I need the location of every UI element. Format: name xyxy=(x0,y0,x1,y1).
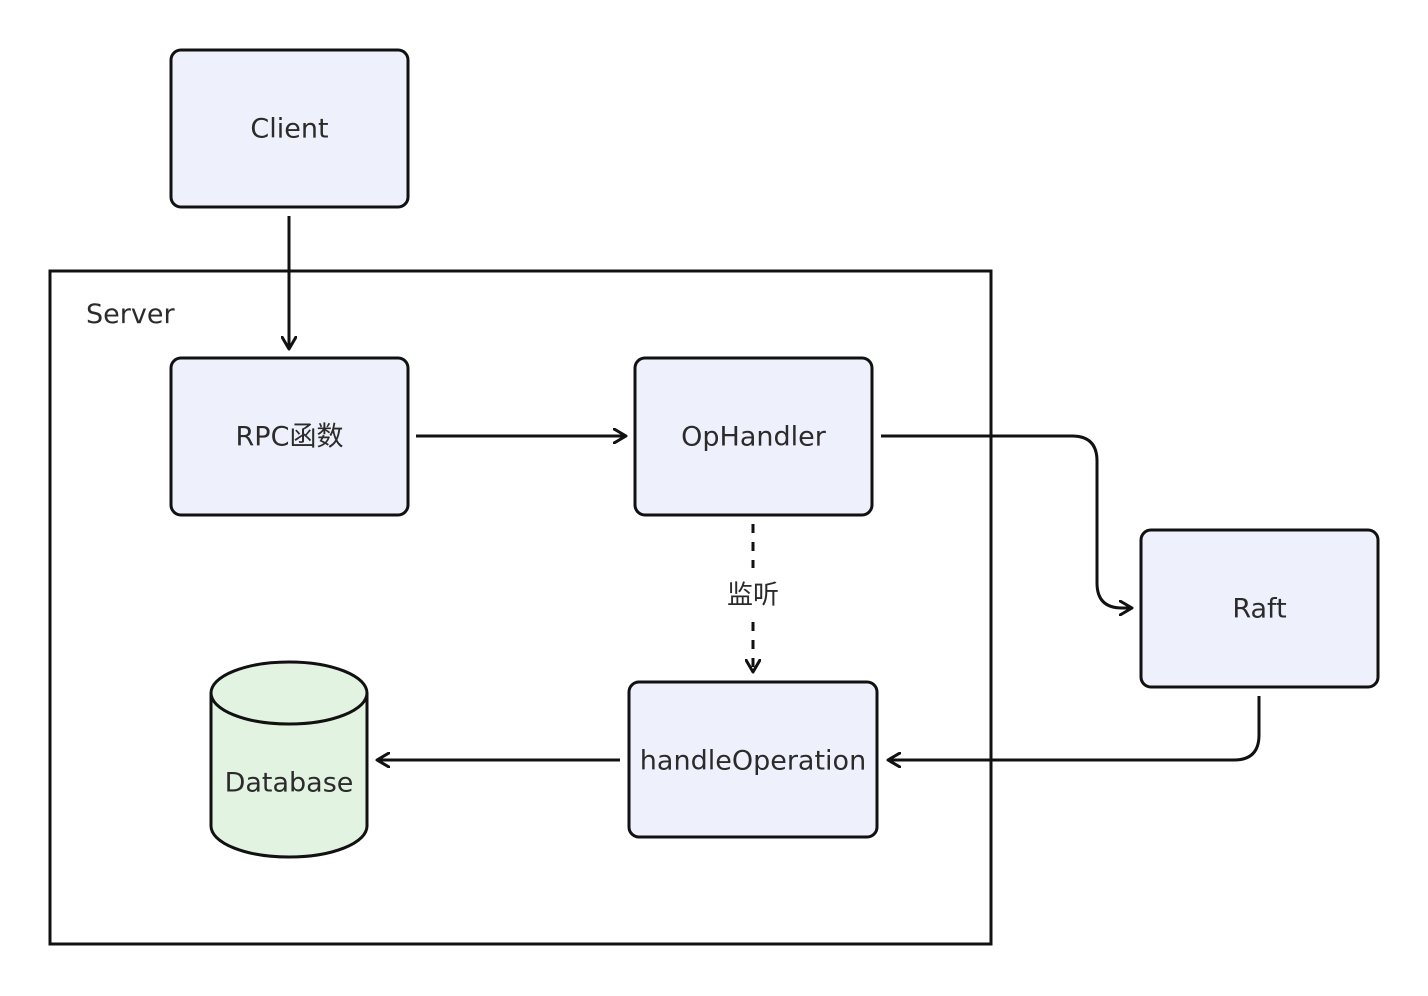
rpc-function-node[interactable]: RPC函数 xyxy=(169,356,410,517)
client-label: Client xyxy=(250,114,328,145)
ophandler-node[interactable]: OpHandler xyxy=(633,356,874,517)
database-body xyxy=(209,693,369,859)
server-boundary xyxy=(48,269,993,946)
ophandler-label: OpHandler xyxy=(681,422,827,453)
handle-operation-label: handleOperation xyxy=(640,746,866,777)
raft-label: Raft xyxy=(1232,594,1286,625)
database-node[interactable]: Database xyxy=(209,660,369,859)
rpc-function-label: RPC函数 xyxy=(236,422,344,453)
listen-edge-label: 监听 xyxy=(727,581,779,611)
database-label: Database xyxy=(225,768,354,799)
client-node[interactable]: Client xyxy=(169,48,410,209)
raft-node[interactable]: Raft xyxy=(1139,528,1380,689)
server-group: Server xyxy=(48,269,993,946)
edge-ophandler-to-raft xyxy=(881,434,1132,608)
edge-raft-to-handle-operation xyxy=(888,696,1261,760)
handle-operation-node[interactable]: handleOperation xyxy=(627,680,879,839)
database-top xyxy=(209,660,369,726)
server-label: Server xyxy=(86,299,175,330)
